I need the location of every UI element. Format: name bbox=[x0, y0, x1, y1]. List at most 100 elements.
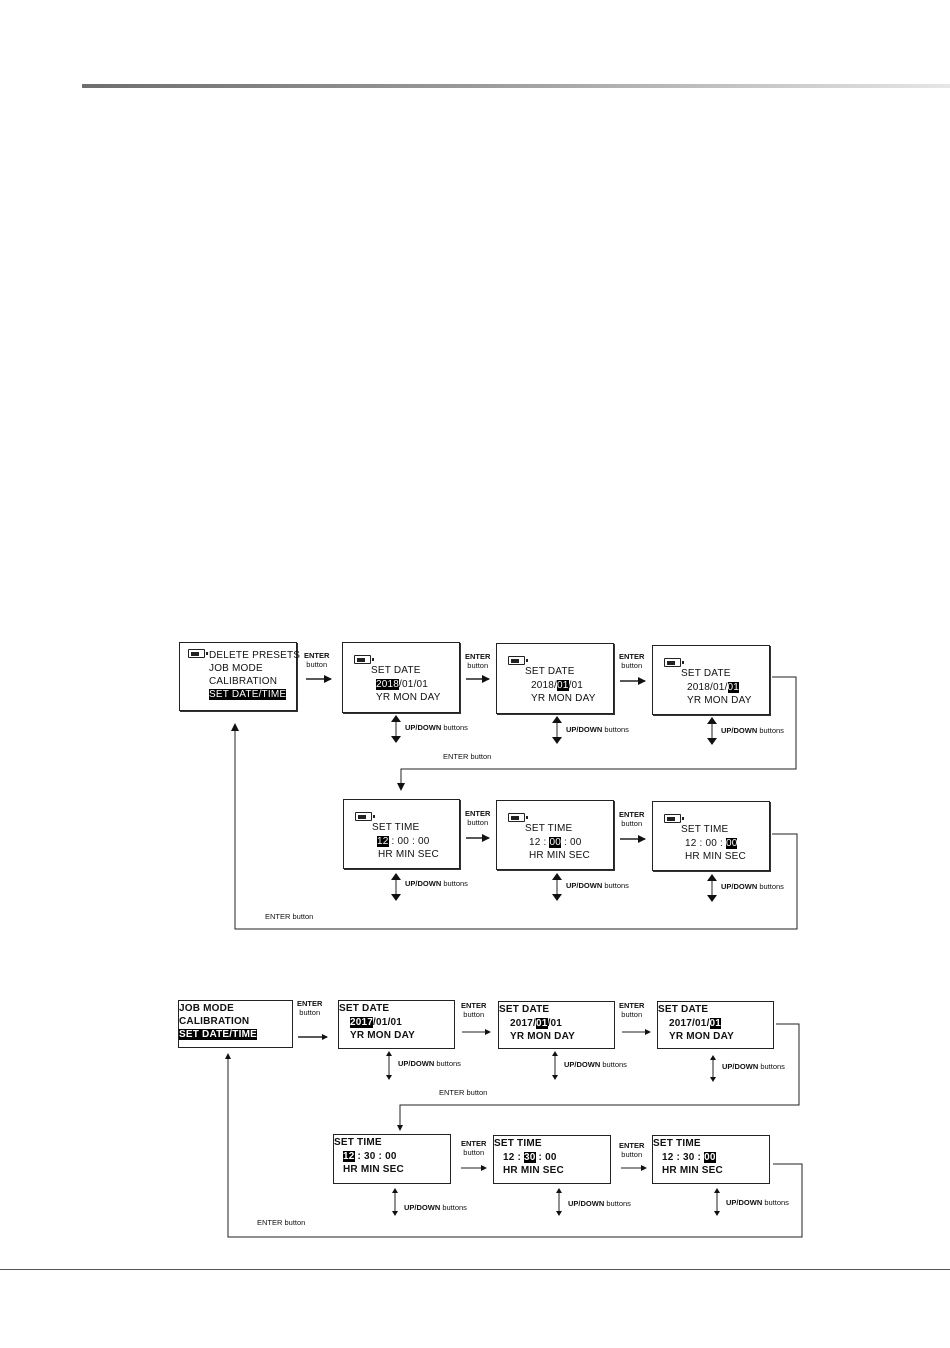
selected-field: 30 bbox=[524, 1152, 536, 1163]
value-segment: / bbox=[554, 680, 558, 691]
selected-field: 2018 bbox=[376, 679, 400, 690]
screen-title: SET DATE bbox=[371, 664, 421, 677]
up-down-strong: UP/DOWN bbox=[726, 1198, 763, 1207]
screen-title: SET TIME bbox=[334, 1136, 382, 1149]
value-segment: / bbox=[706, 1018, 710, 1029]
time_screens-value: 12 : 30 : 00 bbox=[343, 1150, 397, 1163]
enter-return-line bbox=[397, 1023, 800, 1131]
value-segment: 00 bbox=[545, 1152, 557, 1163]
up-down-strong: UP/DOWN bbox=[566, 881, 603, 890]
battery-icon bbox=[508, 656, 528, 665]
up-down-rest: buttons bbox=[757, 882, 784, 891]
units-row: YR MON DAY bbox=[376, 691, 441, 704]
units-text: YR MON DAY bbox=[376, 692, 441, 703]
screen-title: SET DATE bbox=[525, 665, 575, 678]
selected-field: 01 bbox=[709, 1018, 722, 1029]
value-segment: 01 bbox=[571, 680, 584, 691]
selected-field: 00 bbox=[549, 837, 561, 848]
screen-title: SET TIME bbox=[681, 823, 728, 836]
battery-icon bbox=[354, 655, 374, 664]
menu-item-label: DELETE PRESETS bbox=[209, 650, 301, 661]
enter-label-text: ENTER bbox=[461, 1001, 487, 1010]
enter-note-text: ENTER button bbox=[443, 752, 492, 761]
value-segment: : bbox=[540, 837, 550, 848]
enter-return-line bbox=[397, 676, 797, 791]
time_screens-value: 12 : 30 : 00 bbox=[503, 1151, 557, 1164]
time_screens-value: 12 : 30 : 00 bbox=[662, 1151, 716, 1164]
menu-item: SET DATE/TIME bbox=[179, 1028, 257, 1041]
menu-item-label: CALIBRATION bbox=[179, 1016, 250, 1027]
units-row: YR MON DAY bbox=[687, 694, 752, 707]
battery-icon bbox=[664, 814, 684, 823]
units-text: YR MON DAY bbox=[687, 695, 752, 706]
up-down-buttons-label: UP/DOWN buttons bbox=[722, 1062, 785, 1071]
up-down-strong: UP/DOWN bbox=[722, 1062, 759, 1071]
value-segment: 2018 bbox=[531, 680, 555, 691]
up-down-buttons-label: UP/DOWN buttons bbox=[721, 882, 784, 891]
value-segment: 01 bbox=[390, 1017, 403, 1028]
button-label-text: button bbox=[621, 819, 643, 828]
value-segment: / bbox=[413, 679, 417, 690]
value-segment: : bbox=[694, 1152, 705, 1163]
value-segment: 01 bbox=[550, 1018, 563, 1029]
up-down-buttons-label: UP/DOWN buttons bbox=[568, 1199, 631, 1208]
enter-label-text: ENTER bbox=[304, 651, 330, 660]
units-text: HR MIN SEC bbox=[529, 850, 590, 861]
menu-item-selected: SET DATE/TIME bbox=[179, 1029, 257, 1040]
up-down-rest: buttons bbox=[441, 723, 468, 732]
enter-label-text: ENTER bbox=[461, 1139, 487, 1148]
units-row: YR MON DAY bbox=[669, 1030, 734, 1043]
units-text: HR MIN SEC bbox=[378, 849, 439, 860]
menu-item: JOB MODE bbox=[179, 1002, 234, 1015]
selected-field: 12 bbox=[377, 836, 389, 847]
button-label-text: button bbox=[621, 1150, 643, 1159]
units-row: HR MIN SEC bbox=[685, 850, 746, 863]
screen-title-text: SET DATE bbox=[658, 1004, 709, 1015]
value-segment: : bbox=[535, 1152, 546, 1163]
up-down-rest: buttons bbox=[440, 1203, 467, 1212]
enter-note-text: ENTER button bbox=[257, 1218, 306, 1227]
up-down-rest: buttons bbox=[434, 1059, 461, 1068]
value-segment: / bbox=[692, 1018, 696, 1029]
value-segment: : bbox=[354, 1151, 365, 1162]
units-row: HR MIN SEC bbox=[503, 1164, 564, 1177]
button-label-text: button bbox=[467, 661, 489, 670]
menu-item: SET DATE/TIME bbox=[209, 688, 287, 701]
value-segment: 01 bbox=[713, 682, 725, 693]
button-label-text: button bbox=[467, 818, 489, 827]
up-down-strong: UP/DOWN bbox=[405, 879, 442, 888]
value-segment: 00 bbox=[417, 836, 430, 847]
value-segment: 00 bbox=[385, 1151, 397, 1162]
selected-field: 01 bbox=[727, 682, 740, 693]
screen-title-text: SET DATE bbox=[371, 665, 421, 676]
units-row: YR MON DAY bbox=[531, 692, 596, 705]
value-segment: / bbox=[724, 682, 728, 693]
up-down-rest: buttons bbox=[604, 1199, 631, 1208]
up-down-rest: buttons bbox=[602, 725, 629, 734]
up-down-strong: UP/DOWN bbox=[568, 1199, 605, 1208]
menu-item: CALIBRATION bbox=[179, 1015, 249, 1028]
date_screens-value: 2018/01/01 bbox=[531, 679, 583, 692]
screen-title: SET DATE bbox=[658, 1003, 708, 1016]
up-down-strong: UP/DOWN bbox=[405, 723, 442, 732]
value-segment: 12 bbox=[662, 1152, 674, 1163]
value-segment: 12 bbox=[685, 838, 697, 849]
battery-icon bbox=[355, 812, 375, 821]
battery-icon bbox=[188, 649, 208, 658]
units-text: HR MIN SEC bbox=[343, 1164, 404, 1175]
value-segment: 2017 bbox=[669, 1018, 693, 1029]
value-segment: : bbox=[514, 1152, 525, 1163]
units-text: YR MON DAY bbox=[531, 693, 596, 704]
value-segment: 12 bbox=[503, 1152, 515, 1163]
